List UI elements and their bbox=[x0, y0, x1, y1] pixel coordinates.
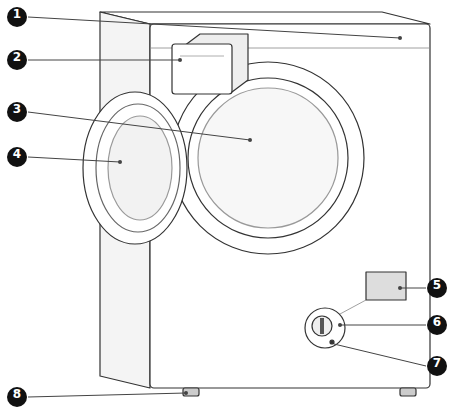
filter-cap bbox=[312, 316, 332, 336]
leader-line bbox=[28, 17, 400, 38]
door-frame bbox=[83, 92, 187, 244]
drum-opening bbox=[188, 78, 348, 238]
detergent-drawer bbox=[172, 44, 232, 94]
callout-number: 7 bbox=[427, 356, 447, 376]
drain-hose-dot bbox=[330, 340, 334, 344]
leader-dot bbox=[398, 36, 402, 40]
filter-knob bbox=[320, 318, 324, 334]
filter-zoom bbox=[305, 308, 345, 348]
leader-dot bbox=[184, 391, 188, 395]
door-ring bbox=[96, 104, 180, 232]
callout-number: 2 bbox=[7, 50, 27, 70]
filter-cover bbox=[366, 272, 406, 300]
callout-number: 4 bbox=[7, 147, 27, 167]
leader-line bbox=[334, 344, 426, 366]
leader-line bbox=[28, 112, 250, 140]
leader-line bbox=[28, 393, 186, 397]
leader-line bbox=[28, 60, 180, 61]
leader-dot bbox=[338, 323, 342, 327]
leader-line bbox=[340, 325, 426, 326]
drum-inner bbox=[198, 88, 338, 228]
callout-number: 3 bbox=[7, 102, 27, 122]
door-glass bbox=[108, 116, 172, 220]
callout-number: 8 bbox=[7, 387, 27, 407]
zoom-line bbox=[340, 300, 366, 314]
machine-front bbox=[150, 24, 430, 388]
leader-dot bbox=[398, 286, 402, 290]
leader-dot bbox=[178, 58, 182, 62]
drawer-handle bbox=[180, 56, 224, 57]
callout-number: 6 bbox=[427, 315, 447, 335]
callout-number: 5 bbox=[427, 278, 447, 298]
leader-dot bbox=[248, 138, 252, 142]
front-foot bbox=[183, 388, 199, 396]
front-foot bbox=[400, 388, 416, 396]
callout-number: 1 bbox=[7, 7, 27, 27]
leader-line bbox=[400, 288, 426, 289]
leader-line bbox=[28, 157, 120, 162]
leader-dot bbox=[118, 160, 122, 164]
machine-top bbox=[100, 12, 430, 24]
